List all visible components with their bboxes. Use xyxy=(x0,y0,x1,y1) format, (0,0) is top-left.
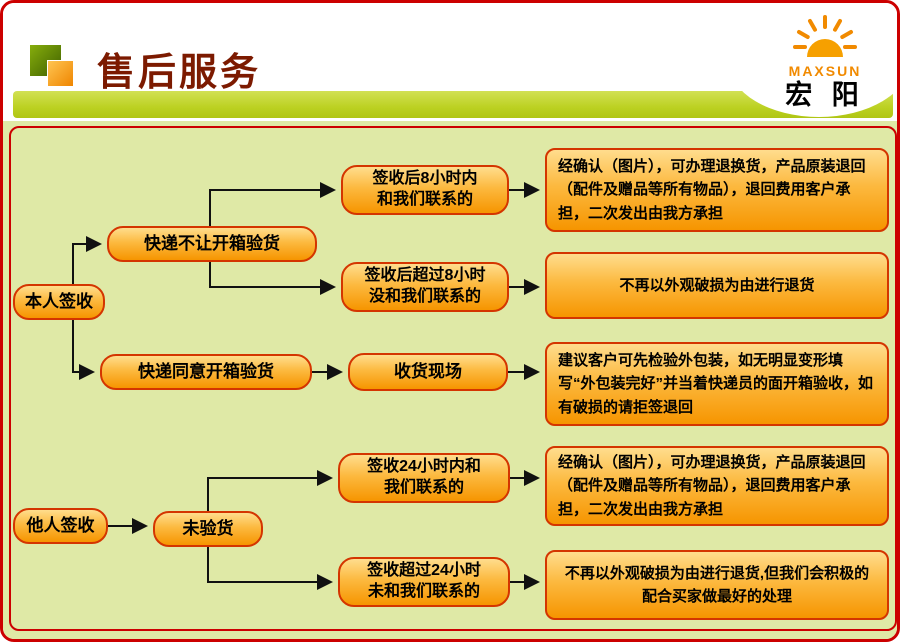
node-courier-allow-open: 快递同意开箱验货 xyxy=(100,354,312,390)
sun-icon xyxy=(793,15,857,57)
result-box-no-return: 不再以外观破损为由进行退货 xyxy=(545,252,889,319)
flowchart-area: 本人签收 他人签收 快递不让开箱验货 快递同意开箱验货 未验货 签收后8小时内 … xyxy=(3,121,897,639)
brand-name: MAXSUN xyxy=(788,63,862,79)
node-contact-within-8h: 签收后8小时内 和我们联系的 xyxy=(341,165,509,215)
result-box-inspect-advice: 建议客户可先检验外包装，如无明显变形填写“外包装完好”并当着快递员的面开箱验收，… xyxy=(545,342,889,426)
page-title: 售后服务 xyxy=(97,52,262,94)
result-box-exchange-2: 经确认（图片），可办理退换货，产品原装退回（配件及赠品等所有物品），退回费用客户… xyxy=(545,446,889,526)
node-contact-within-24h: 签收24小时内和 我们联系的 xyxy=(338,453,510,503)
header: 售后服务 MAXSUN 宏 阳 xyxy=(3,3,897,121)
flow-connectors xyxy=(72,182,540,590)
node-contact-after-24h: 签收超过24小时 未和我们联系的 xyxy=(338,557,510,607)
brand-cn-name: 宏 阳 xyxy=(785,80,865,111)
node-delivery-scene: 收货现场 xyxy=(348,353,508,391)
node-other-sign: 他人签收 xyxy=(13,508,108,544)
result-box-exchange-1: 经确认（图片），可办理退换货，产品原装退回（配件及赠品等所有物品），退回费用客户… xyxy=(545,148,889,232)
brand-logo: MAXSUN 宏 阳 xyxy=(755,13,895,112)
node-courier-refuse-open: 快递不让开箱验货 xyxy=(107,226,317,262)
flow-frame xyxy=(9,126,897,631)
title-bullet-orange-icon xyxy=(47,60,74,87)
result-box-cooperate: 不再以外观破损为由进行退货,但我们会积极的配合买家做最好的处理 xyxy=(545,550,889,620)
node-contact-after-8h: 签收后超过8小时 没和我们联系的 xyxy=(341,262,509,312)
node-not-inspected: 未验货 xyxy=(153,511,263,547)
node-self-sign: 本人签收 xyxy=(13,284,105,320)
